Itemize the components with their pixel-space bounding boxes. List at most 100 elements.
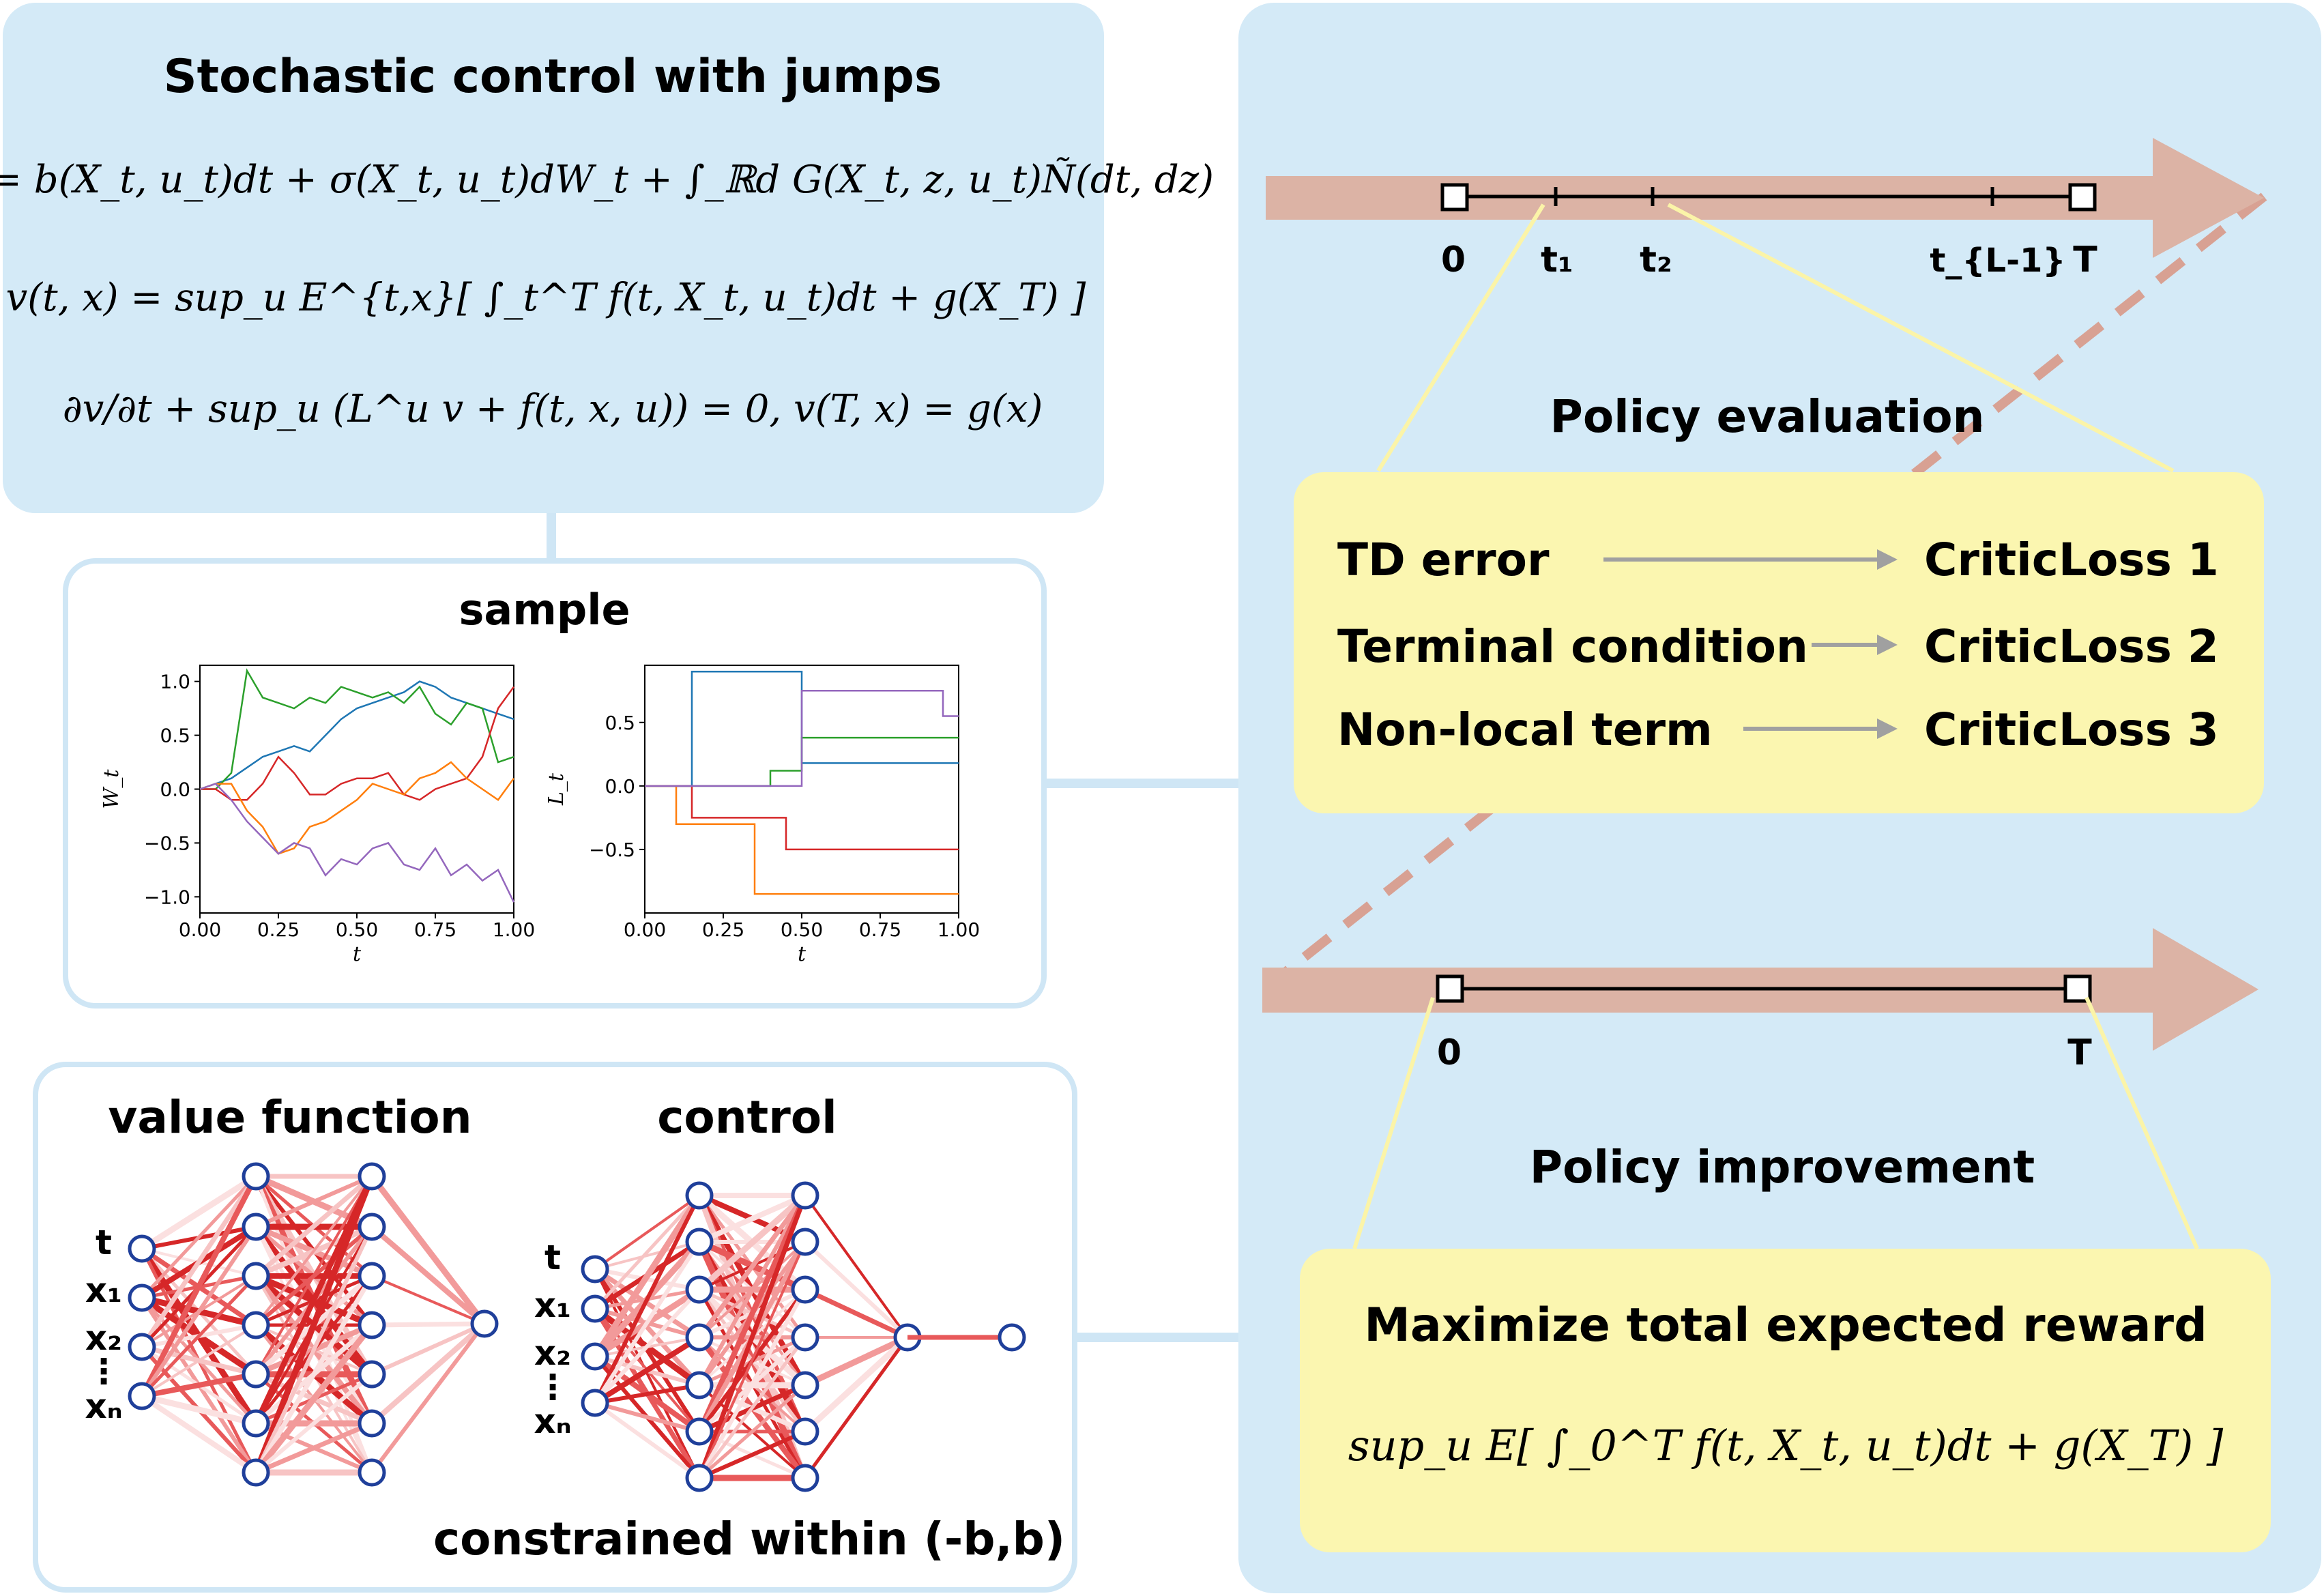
network-node <box>242 1311 270 1339</box>
network-node <box>358 1213 386 1241</box>
network-node <box>242 1213 270 1241</box>
network-node <box>128 1234 156 1263</box>
series-line <box>645 785 959 895</box>
network-node <box>581 1342 609 1371</box>
network-node <box>791 1371 819 1399</box>
zoom-line-improve-right <box>2085 996 2199 1250</box>
timeline2-start-node <box>1436 974 1464 1003</box>
network-node <box>581 1389 609 1417</box>
y-tick-label: 1.0 <box>160 671 190 693</box>
improvement-box-title: Maximize total expected reward <box>1364 1298 2207 1352</box>
network-node <box>791 1228 819 1256</box>
x-tick-label: 0.50 <box>781 918 823 941</box>
hjb-equation: ∂v/∂t + sup_u (L^u v + f(t, x, u)) = 0, … <box>63 387 1043 431</box>
timeline1-label-t2: t₂ <box>1640 240 1672 280</box>
network-edge <box>593 1194 701 1404</box>
network-node <box>791 1464 819 1492</box>
input-label: t <box>544 1238 561 1277</box>
network-node <box>358 1409 386 1438</box>
network-edge <box>593 1335 701 1406</box>
x-tick-label: 0.00 <box>179 918 221 941</box>
network-edge <box>253 1323 375 1475</box>
network-edge <box>371 1275 485 1325</box>
series-line <box>645 785 959 851</box>
network-edge <box>697 1193 807 1292</box>
network-edge <box>803 1240 910 1339</box>
network-edge <box>698 1430 807 1480</box>
y-tick-label: −0.5 <box>144 832 190 854</box>
eval-row-1-right: CriticLoss 1 <box>1924 534 2219 586</box>
network-edge <box>255 1175 373 1376</box>
network-node <box>791 1323 819 1352</box>
improvement-formula: sup_u E[ ∫_0^T f(t, X_t, u_t)dt + g(X_T)… <box>1348 1421 2224 1470</box>
network-node <box>581 1294 609 1323</box>
improvement-box <box>1300 1249 2271 1552</box>
network-edge <box>139 1175 259 1397</box>
network-edge <box>803 1336 910 1479</box>
network-node <box>791 1275 819 1304</box>
network-edge <box>254 1225 374 1474</box>
network-edge <box>697 1193 807 1339</box>
input-label: t <box>96 1223 112 1262</box>
x-tick-label: 1.00 <box>493 918 535 941</box>
evaluation-box <box>1294 472 2264 813</box>
network-edge <box>371 1322 486 1376</box>
network-node <box>685 1228 714 1256</box>
network-node <box>358 1458 386 1487</box>
network-edge <box>592 1193 702 1359</box>
input-label: x₂ <box>534 1333 571 1373</box>
network-edge <box>369 1174 487 1326</box>
network-edge <box>594 1240 700 1271</box>
network-node <box>470 1309 499 1338</box>
y-tick-label: 0.5 <box>605 712 635 734</box>
zoom-line-eval-right <box>1667 203 2175 473</box>
series-line <box>645 689 959 787</box>
network-edge <box>141 1324 257 1397</box>
network-node <box>581 1255 609 1283</box>
value-function-equation: v(t, x) = sup_u E^{t,x}[ ∫_t^T f(t, X_t,… <box>6 276 1086 320</box>
network-node <box>242 1162 270 1191</box>
y-tick-label: 0.0 <box>160 779 190 801</box>
input-label: ⋮ <box>87 1352 121 1391</box>
network-edge <box>141 1275 257 1397</box>
network-node <box>128 1283 156 1312</box>
network-edge <box>697 1194 807 1387</box>
policy-improvement-title: Policy improvement <box>1530 1141 2035 1193</box>
network-edge <box>697 1194 808 1479</box>
network-node <box>128 1333 156 1361</box>
value-network <box>128 1162 499 1487</box>
network-edge <box>594 1194 701 1310</box>
connectors <box>547 510 1242 1342</box>
policy-evaluation-title: Policy evaluation <box>1550 390 1984 443</box>
network-edge <box>255 1174 373 1229</box>
x-axis-label: t <box>353 942 362 966</box>
network-edge <box>141 1393 257 1427</box>
network-edge <box>253 1275 375 1474</box>
network-edge <box>370 1322 486 1425</box>
network-node <box>791 1181 819 1210</box>
network-edge <box>254 1174 374 1278</box>
network-edge <box>594 1401 700 1434</box>
network-node <box>242 1458 270 1487</box>
network-node <box>685 1181 714 1210</box>
network-edge <box>370 1224 486 1326</box>
x-tick-label: 0.25 <box>702 918 744 941</box>
network-node <box>358 1311 386 1339</box>
network-edge <box>141 1175 257 1299</box>
x-axis-label: t <box>798 942 807 966</box>
y-axis-label: W_t <box>100 769 124 809</box>
series-line <box>645 671 959 787</box>
network-node <box>128 1382 156 1410</box>
network-edge <box>140 1174 258 1251</box>
x-tick-label: 0.75 <box>859 918 901 941</box>
network-edge <box>593 1240 701 1404</box>
input-label: xₙ <box>85 1387 122 1426</box>
eval-row-2-left: Terminal condition <box>1337 620 1808 673</box>
timeline1-label-0: 0 <box>1441 240 1466 280</box>
x-tick-label: 0.50 <box>336 918 378 941</box>
network-edge <box>593 1288 701 1405</box>
y-tick-label: −0.5 <box>589 839 635 861</box>
